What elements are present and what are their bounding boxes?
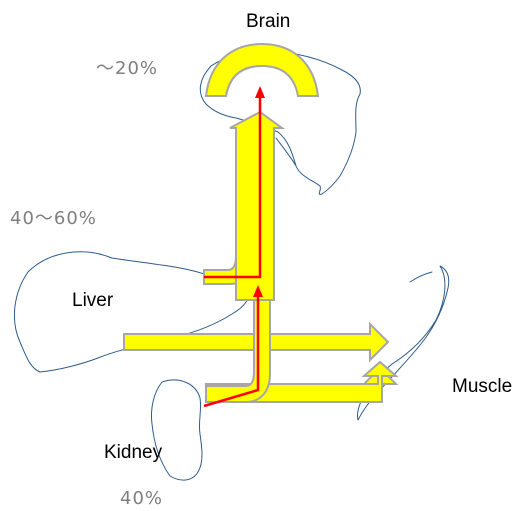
main-vertical-arrow (230, 112, 282, 300)
brain-uptake-arc (206, 44, 318, 96)
brain-pathway-arrowhead (255, 86, 265, 98)
kidney-percentage: 40% (120, 488, 163, 509)
brain-percentage: ～20% (96, 58, 158, 79)
brain-label: Brain (246, 11, 290, 32)
kidney-outline (151, 380, 202, 480)
kidney-label: Kidney (104, 442, 163, 463)
liver-label: Liver (72, 290, 114, 311)
muscle-label: Muscle (452, 376, 512, 397)
liver-percentage: 40～60% (10, 208, 97, 229)
